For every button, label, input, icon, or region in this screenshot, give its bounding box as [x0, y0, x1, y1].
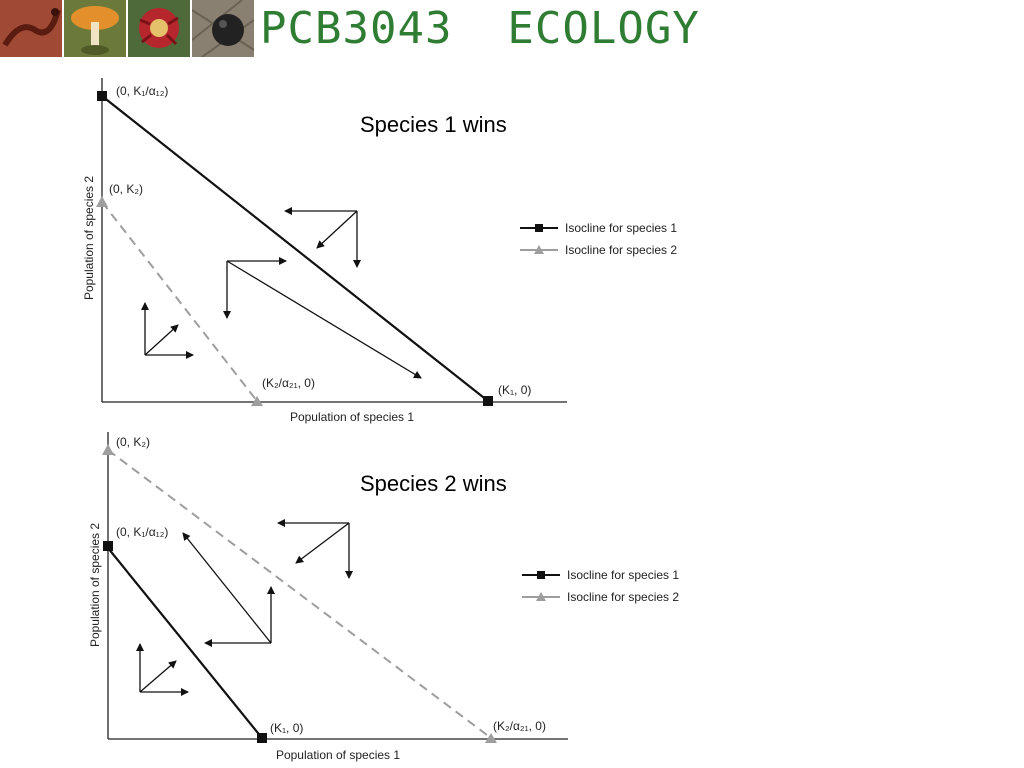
- phase-diagram-1: (0, K₁/α₁₂) (0, K₂) (K₂/α₂₁, 0) (K₁, 0) …: [82, 78, 677, 424]
- point-label: (0, K₂): [116, 435, 150, 449]
- marker-triangle: [96, 196, 108, 207]
- legend-item: Isocline for species 1: [567, 568, 679, 582]
- legend: Isocline for species 1 Isocline for spec…: [522, 568, 679, 604]
- legend-marker-triangle: [536, 592, 546, 601]
- isocline-species-1: [107, 547, 263, 739]
- x-axis-label: Population of species 1: [290, 410, 414, 424]
- mushroom-photo: [64, 0, 126, 57]
- panel-species-1-wins: (0, K₁/α₁₂) (0, K₂) (K₂/α₂₁, 0) (K₁, 0) …: [82, 78, 677, 424]
- marker-triangle: [485, 733, 497, 743]
- isocline-species-1: [101, 95, 489, 402]
- point-label: (K₁, 0): [270, 721, 303, 735]
- isocline-species-2: [101, 201, 258, 402]
- point-label: (0, K₁/α₁₂): [116, 84, 168, 98]
- panel-heading: Species 1 wins: [360, 112, 507, 137]
- marker-square: [257, 733, 267, 743]
- marker-square: [97, 91, 107, 101]
- marker-square: [483, 396, 493, 406]
- marker-square: [103, 541, 113, 551]
- point-label: (K₂/α₂₁, 0): [493, 719, 546, 733]
- y-axis-label: Population of species 2: [82, 176, 96, 300]
- legend: Isocline for species 1 Isocline for spec…: [520, 221, 677, 257]
- legend-marker-square: [535, 224, 543, 232]
- legend-item: Isocline for species 1: [565, 221, 677, 235]
- salamander-photo: [0, 0, 62, 57]
- point-label: (0, K₂): [109, 182, 143, 196]
- vector-arrows: [141, 207, 422, 379]
- point-label: (K₁, 0): [498, 383, 531, 397]
- isocline-species-2: [107, 449, 492, 739]
- slide-header: PCB3043 ECOLOGY: [0, 0, 1024, 58]
- beetle-photo: [192, 0, 254, 57]
- marker-triangle: [102, 444, 114, 455]
- pitcher-plant-photo: [128, 0, 190, 57]
- legend-marker-square: [537, 571, 545, 579]
- legend-item: Isocline for species 2: [567, 590, 679, 604]
- marker-triangle: [251, 396, 263, 406]
- course-title: PCB3043 ECOLOGY: [260, 3, 700, 54]
- panel-species-2-wins: (0, K₂) (0, K₁/α₁₂) (K₁, 0) (K₂/α₂₁, 0) …: [0, 430, 1024, 768]
- panel-heading: Species 2 wins: [360, 471, 507, 496]
- legend-item: Isocline for species 2: [565, 243, 677, 257]
- x-axis-label: Population of species 1: [276, 748, 400, 762]
- point-label: (K₂/α₂₁, 0): [262, 376, 315, 390]
- vector-arrows: [136, 519, 353, 696]
- y-axis-label: Population of species 2: [88, 523, 102, 647]
- phase-diagram-2: (0, K₂) (0, K₁/α₁₂) (K₁, 0) (K₂/α₂₁, 0) …: [88, 432, 679, 762]
- point-label: (0, K₁/α₁₂): [116, 525, 168, 539]
- legend-marker-triangle: [534, 245, 544, 254]
